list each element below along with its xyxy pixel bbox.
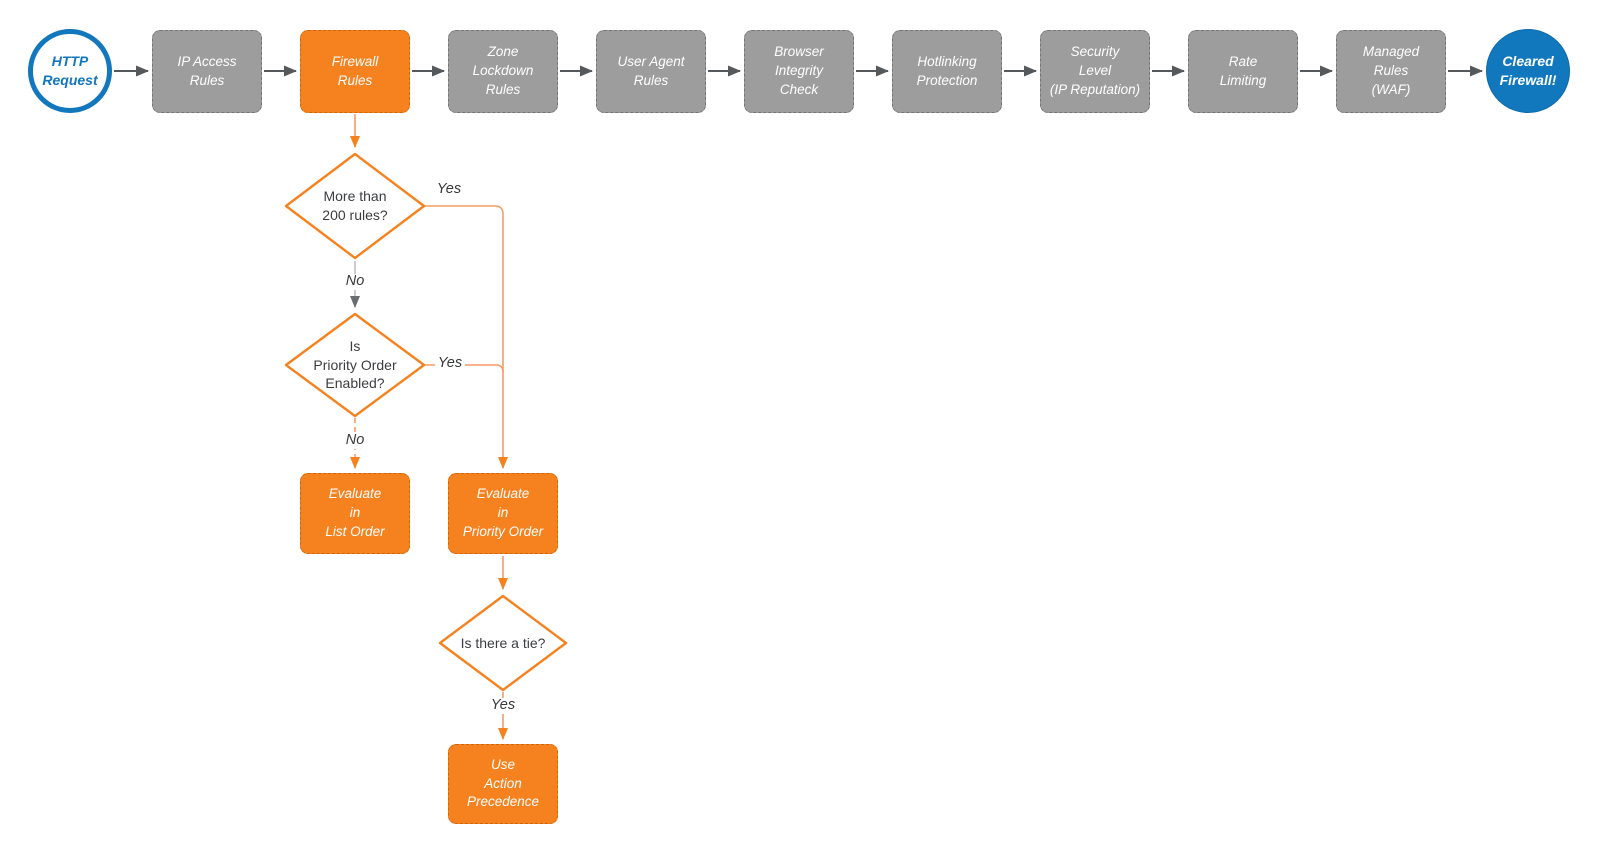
pipeline-node-user-agent-rules: User Agent Rules [596, 30, 706, 113]
edge-label-no-more-200: No [342, 273, 368, 290]
pipeline-node-zone-lockdown-rules: Zone Lockdown Rules [448, 30, 558, 113]
pipeline-node-label: Hotlinking Protection [916, 53, 978, 88]
process-use-action-precedence: Use Action Precedence [448, 744, 558, 824]
decision-is-there-a-tie: Is there a tie? [437, 594, 569, 692]
process-evaluate-in-list-order: Evaluate in List Order [300, 473, 410, 554]
pipeline-node-hotlinking-protection: Hotlinking Protection [892, 30, 1002, 113]
pipeline-node-firewall-rules: Firewall Rules [300, 30, 410, 113]
process-label: Use Action Precedence [466, 756, 540, 810]
pipeline-node-label: Zone Lockdown Rules [472, 44, 534, 97]
pipeline-node-label: IP Access Rules [177, 53, 237, 88]
decision-more-than-200-rules: More than 200 rules? [283, 152, 427, 260]
decision-label: Is there a tie? [460, 634, 546, 651]
connector-yes-more-200-to-priority-order [424, 205, 508, 469]
diamond-shape [284, 312, 426, 418]
diamond-shape [284, 152, 426, 260]
diamond-shape [438, 594, 568, 692]
process-label: Evaluate in List Order [325, 486, 385, 539]
pipeline-node-browser-integrity-check: Browser Integrity Check [744, 30, 854, 113]
decision-label: Is Priority Order Enabled? [313, 337, 397, 392]
start-node-label: HTTP Request [42, 53, 98, 88]
pipeline-node-label: Rate Limiting [1219, 53, 1267, 88]
pipeline-node-label: Security Level (IP Reputation) [1049, 44, 1141, 97]
pipeline-node-ip-access-rules: IP Access Rules [152, 30, 262, 113]
pipeline-node-security-level: Security Level (IP Reputation) [1040, 30, 1150, 113]
edge-label-yes-more-200: Yes [433, 181, 465, 198]
end-node-label: Cleared Firewall! [1499, 53, 1557, 88]
process-label: Evaluate in Priority Order [462, 486, 544, 539]
edge-label-no-priority-enabled: No [342, 432, 368, 449]
start-node-http-request: HTTP Request [28, 29, 112, 113]
decision-label: More than 200 rules? [322, 188, 388, 223]
edge-label-yes-tie: Yes [487, 697, 519, 714]
decision-priority-order-enabled: Is Priority Order Enabled? [283, 312, 427, 418]
pipeline-node-label: Browser Integrity Check [774, 44, 824, 97]
pipeline-node-label: Managed Rules (WAF) [1362, 44, 1420, 97]
edge-label-yes-priority-enabled: Yes [434, 355, 466, 372]
pipeline-node-managed-rules-waf: Managed Rules (WAF) [1336, 30, 1446, 113]
pipeline-node-label: Firewall Rules [331, 53, 379, 88]
pipeline-node-label: User Agent Rules [617, 53, 685, 88]
process-evaluate-in-priority-order: Evaluate in Priority Order [448, 473, 558, 554]
pipeline-node-rate-limiting: Rate Limiting [1188, 30, 1298, 113]
end-node-cleared-firewall: Cleared Firewall! [1486, 29, 1570, 113]
